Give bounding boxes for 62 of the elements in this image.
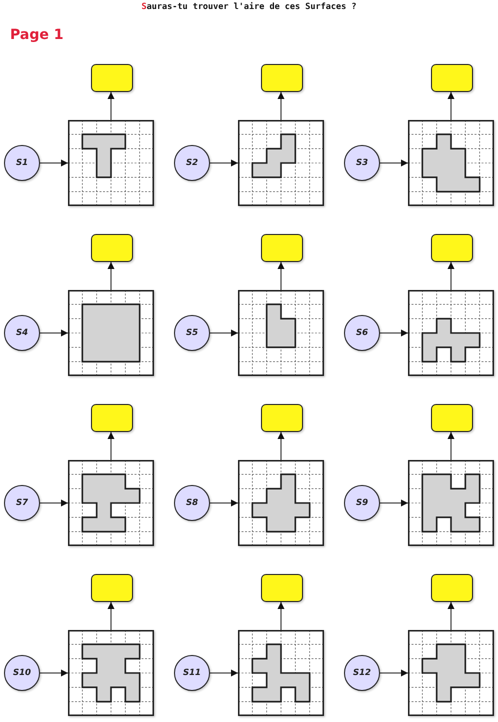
arrow [40,160,68,166]
label-circle: S12 [344,655,380,691]
label-circle: S11 [174,655,210,691]
page-title: Sauras-tu trouver l'aire de ces Surfaces ? [140,2,358,12]
arrow [448,92,454,120]
answer-box [261,574,303,602]
arrow [380,500,408,506]
arrow [108,262,114,290]
label-circle: S3 [344,145,380,181]
grid-drawing [238,630,324,716]
answer-box [431,234,473,262]
arrow [210,670,238,676]
page-label: Page 1 [10,27,64,43]
grid-drawing [408,630,494,716]
grid-drawing [68,460,154,546]
answer-box [91,404,133,432]
grid-drawing [68,630,154,716]
grid-drawing [68,120,154,206]
arrow [108,92,114,120]
arrow [278,92,284,120]
arrow [278,602,284,630]
arrow [380,330,408,336]
grid-drawing [408,460,494,546]
label-circle: S7 [4,485,40,521]
arrow [448,602,454,630]
grid-drawing [68,290,154,376]
arrow [278,432,284,460]
arrow [210,330,238,336]
answer-box [91,234,133,262]
answer-box [431,64,473,92]
grid-drawing [238,290,324,376]
answer-box [91,574,133,602]
arrow [448,432,454,460]
arrow [210,500,238,506]
arrow [40,500,68,506]
arrow [108,432,114,460]
answer-box [431,574,473,602]
arrow [448,262,454,290]
arrow [40,330,68,336]
arrow [278,262,284,290]
answer-box [261,404,303,432]
label-circle: S6 [344,315,380,351]
answer-box [261,64,303,92]
grid-drawing [238,460,324,546]
label-circle: S10 [4,655,40,691]
arrow [210,160,238,166]
answer-box [91,64,133,92]
grid-drawing [408,120,494,206]
answer-box [431,404,473,432]
label-circle: S9 [344,485,380,521]
arrow [380,670,408,676]
grid-drawing [238,120,324,206]
label-circle: S8 [174,485,210,521]
label-circle: S4 [4,315,40,351]
arrow [40,670,68,676]
label-circle: S2 [174,145,210,181]
answer-box [261,234,303,262]
label-circle: S5 [174,315,210,351]
grid-drawing [408,290,494,376]
arrow [380,160,408,166]
arrow [108,602,114,630]
label-circle: S1 [4,145,40,181]
